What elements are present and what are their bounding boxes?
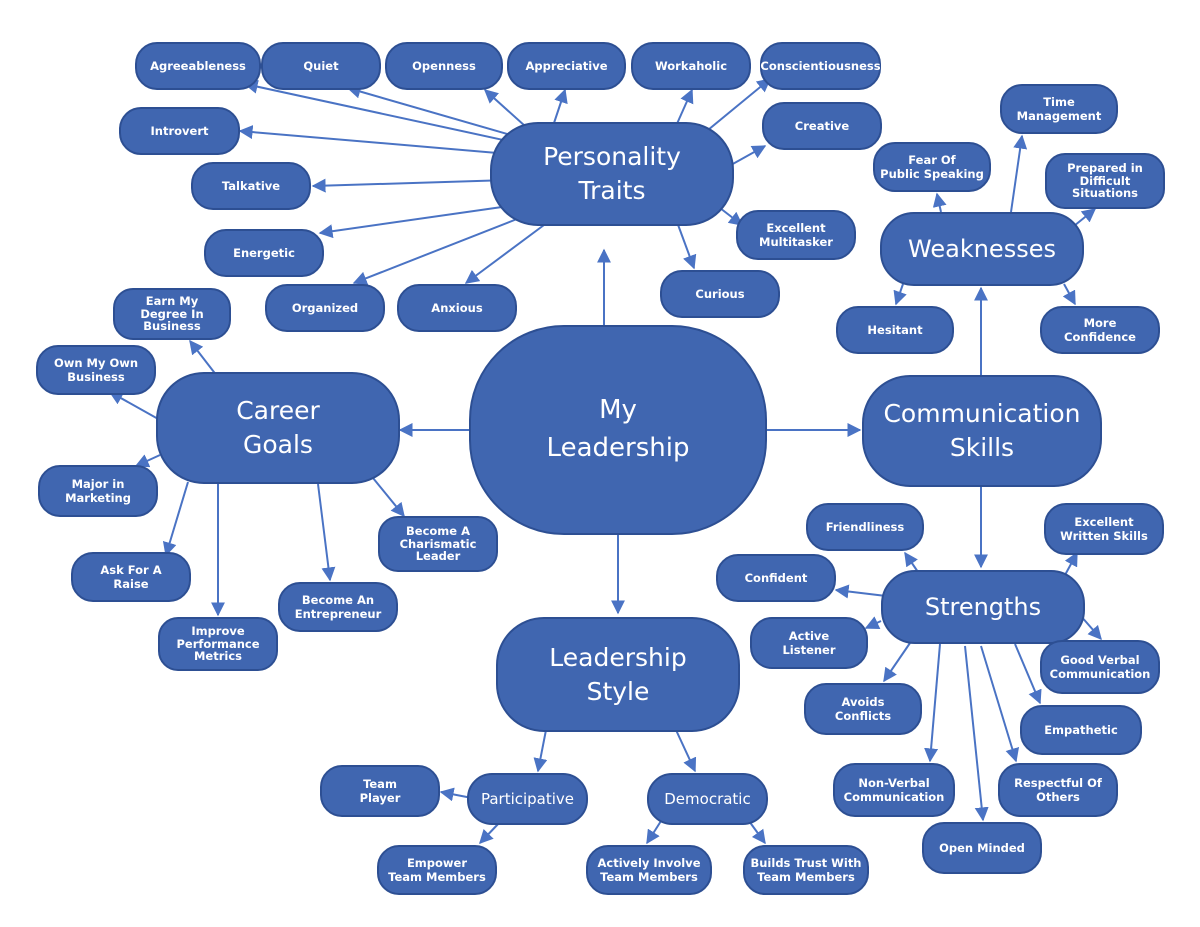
- goal-major-marketing[interactable]: Major in Marketing: [38, 465, 158, 517]
- goal-improve-metrics[interactable]: Improve Performance Metrics: [158, 617, 278, 671]
- trait-organized[interactable]: Organized: [265, 284, 385, 332]
- trait-introvert[interactable]: Introvert: [119, 107, 240, 155]
- trait-curious[interactable]: Curious: [660, 270, 780, 318]
- connector-arrow: [317, 483, 336, 582]
- connector-arrow: [748, 820, 766, 845]
- connector-arrow: [675, 729, 697, 773]
- trait-appreciative[interactable]: Appreciative: [507, 42, 626, 90]
- connector-arrow: [1014, 643, 1042, 705]
- connector-arrow: [904, 551, 919, 573]
- connector-arrow: [980, 645, 1020, 763]
- style-builds-trust[interactable]: Builds Trust With Team Members: [743, 845, 869, 895]
- connector-arrow: [162, 481, 189, 557]
- connector-arrow: [646, 820, 662, 845]
- connector-arrow: [893, 283, 907, 306]
- connector-arrow: [479, 822, 500, 845]
- connector-arrow: [1064, 551, 1078, 576]
- connector-arrow: [932, 192, 947, 213]
- connector-arrow: [533, 729, 548, 773]
- style-team-player[interactable]: Team Player: [320, 765, 440, 817]
- style-actively-involve[interactable]: Actively Involve Team Members: [586, 845, 712, 895]
- goal-become-entrepreneur[interactable]: Become An Entrepreneur: [278, 582, 398, 632]
- goal-earn-degree[interactable]: Earn My Degree In Business: [113, 288, 231, 340]
- trait-excellent-multitasker[interactable]: Excellent Multitasker: [736, 210, 856, 260]
- connector-arrow: [1062, 283, 1076, 306]
- connector-arrow: [675, 88, 694, 127]
- category-leadership-style[interactable]: Leadership Style: [496, 617, 740, 732]
- goal-charismatic-leader[interactable]: Become A Charismatic Leader: [378, 516, 498, 572]
- category-communication-skills[interactable]: Communication Skills: [862, 375, 1102, 487]
- strength-empathetic[interactable]: Empathetic: [1020, 705, 1142, 755]
- strength-avoids-conflicts[interactable]: Avoids Conflicts: [804, 683, 922, 735]
- connector-arrow: [238, 125, 522, 156]
- trait-agreeableness[interactable]: Agreeableness: [135, 42, 261, 90]
- connector-arrow: [834, 584, 887, 599]
- connector-arrow: [372, 477, 405, 518]
- strength-non-verbal[interactable]: Non-Verbal Communication: [833, 763, 955, 817]
- trait-energetic[interactable]: Energetic: [204, 229, 324, 277]
- trait-quiet[interactable]: Quiet: [261, 42, 381, 90]
- style-participative[interactable]: Participative: [467, 773, 588, 825]
- strength-confident[interactable]: Confident: [716, 554, 836, 602]
- weakness-prepared-difficult[interactable]: Prepared in Difficult Situations: [1045, 153, 1165, 209]
- strength-respectful[interactable]: Respectful Of Others: [998, 763, 1118, 817]
- goal-ask-raise[interactable]: Ask For A Raise: [71, 552, 191, 602]
- connector-arrow: [318, 206, 503, 239]
- connector-arrow: [464, 224, 545, 284]
- category-personality-traits[interactable]: Personality Traits: [490, 122, 734, 226]
- category-career-goals[interactable]: Career Goals: [156, 372, 400, 484]
- connector-arrow: [676, 221, 697, 270]
- weakness-hesitant[interactable]: Hesitant: [836, 306, 954, 354]
- connector-arrow: [311, 178, 512, 193]
- connector-arrow: [924, 643, 941, 763]
- style-democratic[interactable]: Democratic: [647, 773, 768, 825]
- trait-conscientiousness[interactable]: Conscientiousness: [760, 42, 881, 90]
- category-weaknesses[interactable]: Weaknesses: [880, 212, 1084, 286]
- strength-good-verbal[interactable]: Good Verbal Communication: [1040, 640, 1160, 694]
- style-empower-team[interactable]: Empower Team Members: [377, 845, 497, 895]
- connector-arrow: [134, 454, 161, 468]
- connector-arrow: [346, 84, 529, 141]
- weakness-more-confidence[interactable]: More Confidence: [1040, 306, 1160, 354]
- trait-creative[interactable]: Creative: [762, 102, 882, 150]
- category-strengths[interactable]: Strengths: [881, 570, 1085, 644]
- goal-own-business[interactable]: Own My Own Business: [36, 345, 156, 395]
- connector-arrow: [352, 218, 518, 285]
- trait-anxious[interactable]: Anxious: [397, 284, 517, 332]
- trait-talkative[interactable]: Talkative: [191, 162, 311, 210]
- strength-active-listener[interactable]: Active Listener: [750, 617, 868, 669]
- trait-workaholic[interactable]: Workaholic: [631, 42, 751, 90]
- connector-arrow: [439, 787, 473, 802]
- trait-openness[interactable]: Openness: [385, 42, 503, 90]
- connector-arrow: [243, 79, 532, 147]
- center-node-my-leadership[interactable]: My Leadership: [469, 325, 767, 535]
- weakness-time-management[interactable]: Time Management: [1000, 84, 1118, 134]
- connector-arrow: [883, 642, 911, 683]
- connector-arrow: [707, 78, 772, 131]
- connector-arrow: [964, 645, 989, 822]
- connector-arrow: [552, 88, 568, 127]
- weakness-fear-public-speaking[interactable]: Fear Of Public Speaking: [873, 142, 991, 192]
- connector-arrow: [189, 339, 218, 377]
- strength-friendliness[interactable]: Friendliness: [806, 503, 924, 551]
- strength-excellent-written[interactable]: Excellent Written Skills: [1044, 503, 1164, 555]
- connector-arrow: [108, 391, 161, 421]
- connector-arrow: [1010, 134, 1028, 213]
- strength-open-minded[interactable]: Open Minded: [922, 822, 1042, 874]
- connector-arrow: [864, 616, 882, 630]
